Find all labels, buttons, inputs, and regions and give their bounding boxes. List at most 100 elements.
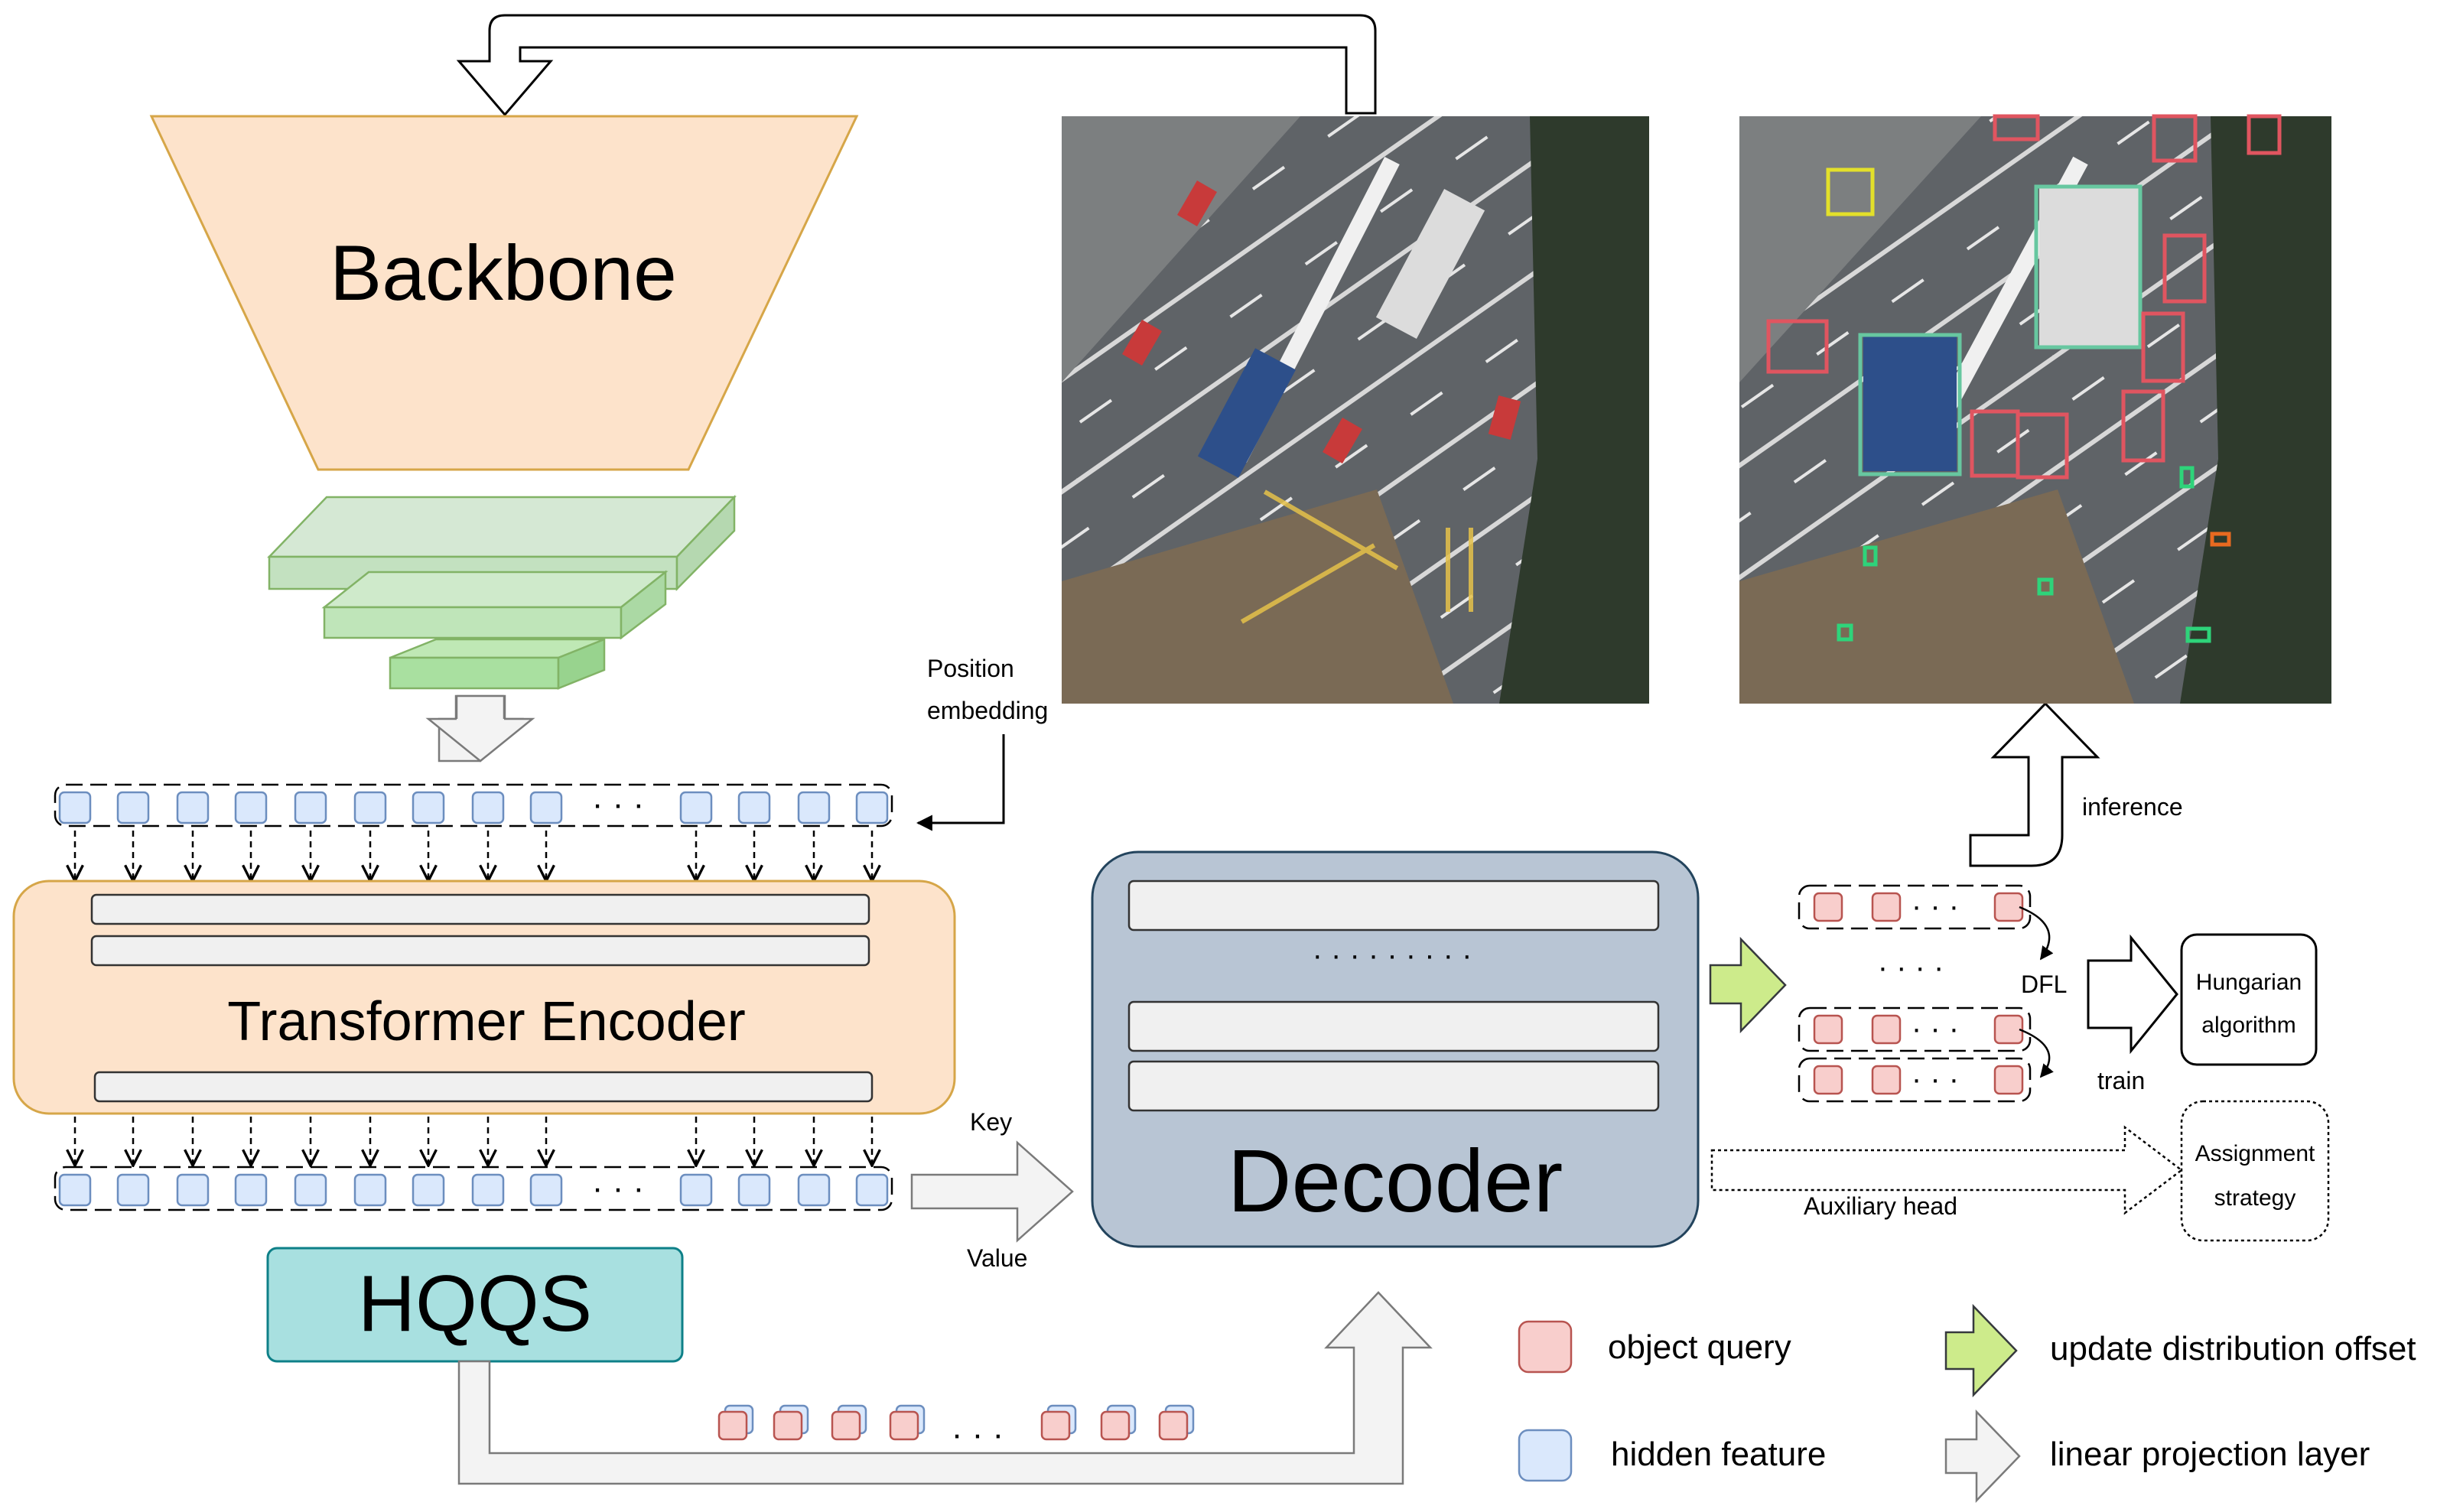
object-query-token [1100,1410,1131,1441]
inference-label: inference [2082,793,2183,821]
inference-arrow-shape [1969,701,2100,867]
hidden-feature-token [679,1173,713,1207]
bottom-token-ellipsis: · · · [592,1169,644,1207]
query-row-2 [1798,1006,2032,1052]
key-value-arrow [910,1140,1074,1243]
hidden-feature-token [471,791,505,824]
hidden-feature-token [176,1173,210,1207]
train-label: train [2097,1067,2145,1094]
object-query-token [1813,1065,1843,1095]
object-query-token [1871,1065,1902,1095]
hidden-feature-token [529,1173,563,1207]
dfl-curve-1 [2019,906,2054,961]
train-arrow [2087,934,2178,1055]
hungarian-label-1: Hungarian [2196,970,2302,995]
encoder-layer-1 [90,893,870,925]
hidden-feature-token [737,1173,771,1207]
feature-pyramid [267,494,737,690]
update-offset-arrow [1709,936,1787,1034]
position-embedding-label-2: embedding [927,697,1048,724]
assignment-box [2180,1100,2330,1242]
top-token-arrows [75,831,872,880]
query-row-2-items: · · · [1813,1012,2024,1045]
query-row-ellipsis: · · · [1912,889,1959,923]
hidden-feature-token [412,791,445,824]
encoder-layer-2 [90,935,870,967]
object-query-token [889,1410,919,1441]
encoder-label: Transformer Encoder [227,991,746,1052]
backbone-block [149,115,859,471]
object-query-token [1813,892,1843,922]
query-row-3-items: · · · [1813,1062,2024,1096]
hidden-feature-token [234,1173,268,1207]
position-embedding-label-1: Position [927,655,1014,682]
hqqs-to-decoder-arrow [457,1291,1433,1485]
query-dots: · · · · [1878,951,1944,984]
feedback-arrow [456,14,1377,117]
object-query-token [1993,1065,2024,1095]
object-query-token [831,1410,861,1441]
decoder-layer-3 [1127,1060,1660,1112]
object-query-token [773,1410,803,1441]
input-aerial-image [1062,116,1649,704]
decoder-layer-2 [1127,1000,1660,1052]
hidden-feature-token [294,1173,327,1207]
bottom-token-arrows [75,1117,872,1164]
hidden-feature-token [529,791,563,824]
legend-linear-projection-swatch [1944,1409,2021,1504]
hidden-feature-token [353,791,387,824]
legend-update-offset-label: update distribution offset [2050,1330,2416,1367]
hidden-feature-token [294,791,327,824]
hidden-feature-token [797,791,831,824]
auxiliary-head-label: Auxiliary head [1804,1192,1957,1220]
hidden-feature-token [855,791,889,824]
hidden-feature-token [679,791,713,824]
hidden-feature-token [855,1173,889,1207]
legend: object query update distribution offset … [1518,1303,2416,1504]
hungarian-label-2: algorithm [2201,1013,2295,1038]
position-embedding-arrow [916,734,1005,831]
auxiliary-head-arrow [1710,1125,2184,1215]
hungarian-box [2180,933,2318,1066]
assignment-label-1: Assignment [2195,1141,2315,1166]
hidden-feature-token [116,1173,150,1207]
hidden-feature-token [176,791,210,824]
object-query-token [1871,1014,1902,1045]
query-row-ellipsis: · · · [1912,1012,1959,1045]
hidden-feature-token [737,791,771,824]
top-hidden-features [58,791,889,824]
query-row-1 [1798,884,2032,930]
key-label: Key [970,1108,1012,1136]
object-query-token [1158,1410,1189,1441]
dfl-curve-2 [2019,1028,2054,1078]
backbone-label: Backbone [330,229,677,317]
legend-hidden-feature-swatch [1518,1429,1573,1482]
hidden-feature-token [234,791,268,824]
bottom-token-row [54,1166,893,1211]
hidden-feature-token [116,791,150,824]
object-query-token [717,1410,748,1441]
object-query-token [1993,1014,2024,1045]
object-query-token [1040,1410,1071,1441]
decoder-layer-1 [1127,880,1660,932]
output-detection-image [1739,114,2331,704]
legend-hidden-feature-label: hidden feature [1611,1436,1826,1473]
bottom-hidden-features [58,1173,889,1207]
object-query-token [1993,892,2024,922]
hidden-feature-token [471,1173,505,1207]
hidden-feature-token [58,1173,92,1207]
decoder-label: Decoder [1228,1131,1563,1231]
decoder-dots: · · · · · · · · · [1313,938,1472,972]
dfl-label: DFL [2021,971,2067,998]
hidden-feature-token [58,791,92,824]
query-row-3 [1798,1057,2032,1103]
query-row-1-items: · · · [1813,889,2024,923]
assignment-label-2: strategy [2214,1185,2296,1211]
encoder-layer-3 [93,1071,874,1103]
value-label: Value [967,1244,1027,1272]
hqqs-object-queries [717,1404,1195,1441]
legend-update-arrow-swatch [1944,1303,2018,1398]
object-query-token [1813,1014,1843,1045]
hidden-feature-token [797,1173,831,1207]
